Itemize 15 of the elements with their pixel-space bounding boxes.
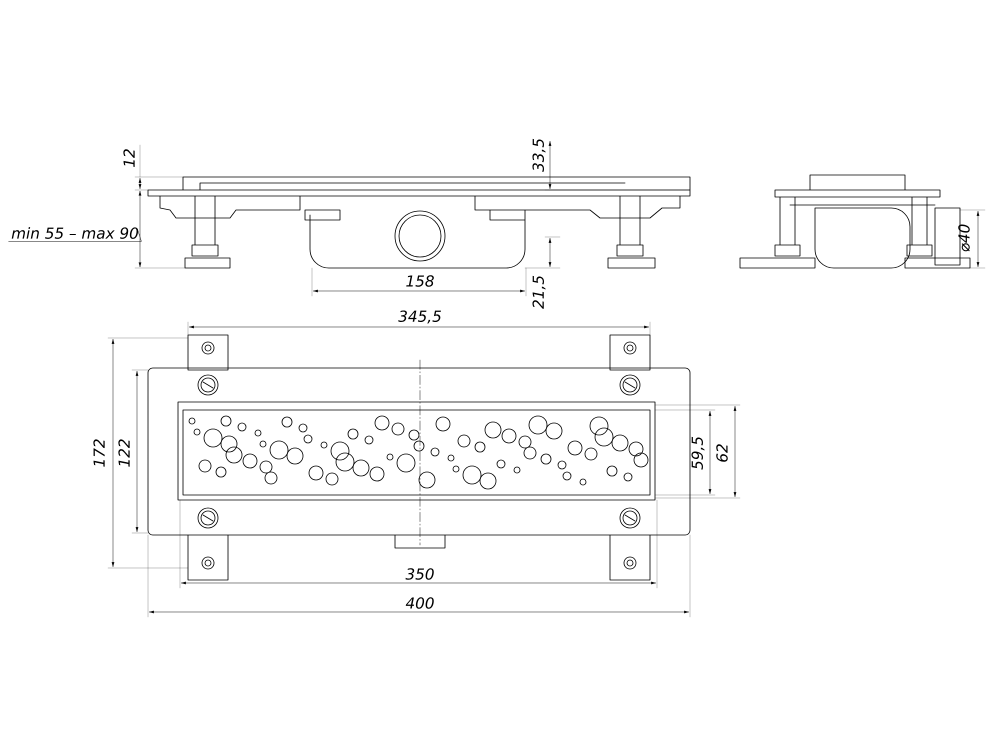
dimension-text: 21,5 xyxy=(532,276,546,309)
dimension-text: 62 xyxy=(716,444,728,462)
dimension-text: 350 xyxy=(406,568,434,580)
dimension-text: 122 xyxy=(118,439,130,467)
dimension-text: 172 xyxy=(93,439,105,467)
dimension-text: 400 xyxy=(406,597,434,609)
leader-text: min 55 – max 90 xyxy=(12,227,138,239)
dimension-line xyxy=(138,190,142,268)
dimension-text: 33,5 xyxy=(532,138,546,172)
dimension-text: ⌀40 xyxy=(958,224,970,252)
dimension-text: 59,5 xyxy=(691,436,705,470)
dimension-text: 12 xyxy=(123,149,135,167)
dimension-text: 345,5 xyxy=(398,310,441,324)
dimension-text: 158 xyxy=(406,275,434,287)
leader-line xyxy=(8,228,142,242)
